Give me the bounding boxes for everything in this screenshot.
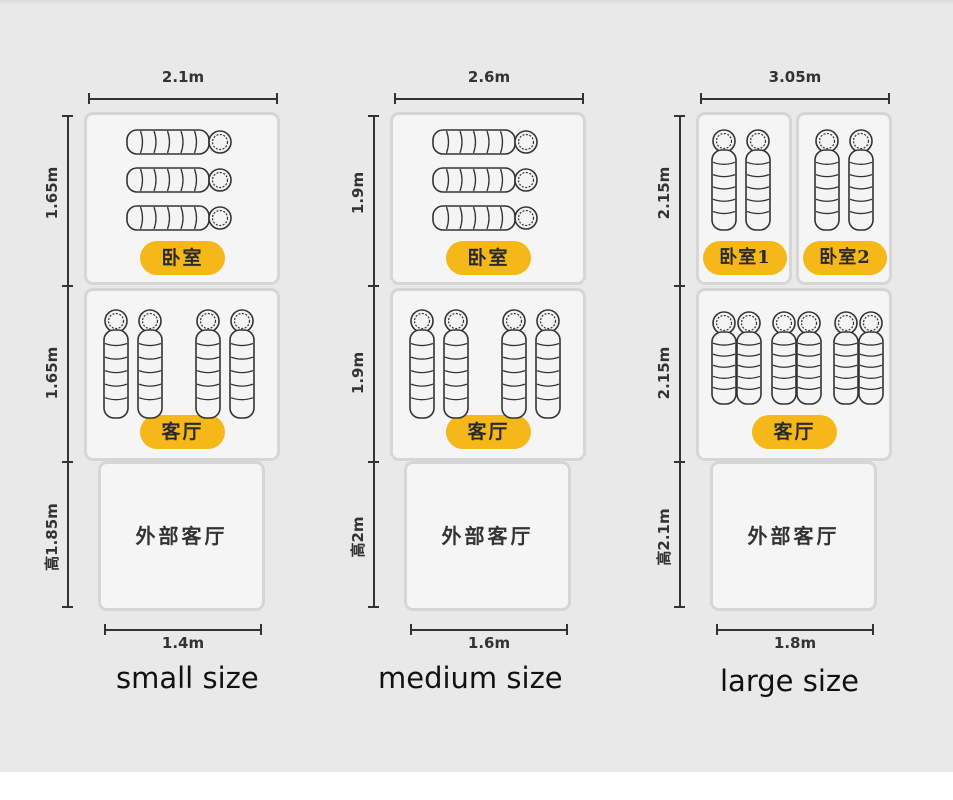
- sleeping-bags: [409, 129, 561, 419]
- diagram-canvas: 2.1m 1.65m 1.65m 高1.85m 卧室 客厅 外部客厅 1.4m …: [0, 0, 953, 772]
- sleeping-bag-icon: [858, 311, 884, 405]
- sleeping-bag-icon: [501, 309, 527, 419]
- sleeping-bag-icon: [126, 167, 232, 193]
- sleeping-bag-icon: [229, 309, 255, 419]
- size-label: small size: [116, 661, 259, 695]
- living-room-badge: 客厅: [446, 415, 531, 449]
- sleeping-bags: [103, 129, 255, 419]
- dimension-tick: [368, 115, 379, 117]
- sleeping-bag-icon: [432, 129, 538, 155]
- sleeping-bag-icon: [833, 311, 859, 405]
- dimension-tick: [674, 285, 685, 287]
- width-label: 2.6m: [467, 68, 511, 86]
- plan-small: 2.1m 1.65m 1.65m 高1.85m 卧室 客厅 外部客厅 1.4m …: [0, 0, 300, 772]
- width-dimension-line: [700, 88, 890, 104]
- sleeping-bag-icon: [432, 167, 538, 193]
- plan-large: 3.05m 2.15m 2.15m 高2.1m 卧室1 卧室2 客厅 外部客厅 …: [612, 0, 912, 772]
- dimension-tick: [62, 285, 73, 287]
- dimension-tick: [62, 461, 73, 463]
- sleeping-bag-icon: [195, 309, 221, 419]
- width-label: 2.1m: [161, 68, 205, 86]
- sleeping-bag-icon: [848, 129, 874, 231]
- sleeping-bag-icon: [771, 311, 797, 405]
- sleeping-bag-icon: [736, 311, 762, 405]
- size-label: medium size: [378, 661, 563, 695]
- sleeping-bags: [711, 129, 884, 405]
- exterior-width-dimension-line: [410, 619, 568, 635]
- dimension-tick: [62, 606, 73, 608]
- sleeping-bag-icon: [796, 311, 822, 405]
- size-label: large size: [720, 664, 859, 698]
- height-dimension-line: [67, 115, 69, 608]
- dimension-tick: [368, 285, 379, 287]
- exterior-width-label: 1.6m: [467, 634, 511, 652]
- sleeping-bag-icon: [745, 129, 771, 231]
- exterior-living-room: [98, 461, 265, 611]
- sleeping-bag-icon: [432, 205, 538, 231]
- sleeping-bag-icon: [137, 309, 163, 419]
- width-label: 3.05m: [768, 68, 822, 86]
- sleeping-bag-icon: [535, 309, 561, 419]
- width-dimension-line: [88, 88, 278, 104]
- dimension-tick: [674, 115, 685, 117]
- sleeping-bag-icon: [814, 129, 840, 231]
- height-dimension-line: [373, 115, 375, 608]
- top-strip: [0, 0, 953, 6]
- bedroom-badge: 卧室: [140, 241, 225, 275]
- dimension-tick: [674, 606, 685, 608]
- sleeping-bag-icon: [711, 129, 737, 231]
- sleeping-bag-icon: [409, 309, 435, 419]
- dimension-tick: [368, 461, 379, 463]
- living-room-badge: 客厅: [752, 415, 837, 449]
- bedroom-1-badge: 卧室1: [703, 241, 787, 275]
- sleeping-bag-icon: [126, 205, 232, 231]
- exterior-width-label: 1.4m: [161, 634, 205, 652]
- sleeping-bag-icon: [711, 311, 737, 405]
- dimension-tick: [62, 115, 73, 117]
- exterior-living-room: [404, 461, 571, 611]
- living-room-badge: 客厅: [140, 415, 225, 449]
- width-dimension-line: [394, 88, 584, 104]
- exterior-width-dimension-line: [716, 619, 874, 635]
- plan-medium: 2.6m 1.9m 1.9m 高2m 卧室 客厅 外部客厅 1.6m mediu…: [306, 0, 606, 772]
- dimension-tick: [674, 461, 685, 463]
- dimension-tick: [368, 606, 379, 608]
- sleeping-bag-icon: [103, 309, 129, 419]
- bedroom-2-badge: 卧室2: [803, 241, 887, 275]
- exterior-label: 外部客厅: [441, 524, 534, 548]
- height-dimension-line: [679, 115, 681, 608]
- exterior-living-room: [710, 461, 877, 611]
- sleeping-bag-icon: [126, 129, 232, 155]
- exterior-label: 外部客厅: [747, 524, 840, 548]
- exterior-width-dimension-line: [104, 619, 262, 635]
- bedroom-badge: 卧室: [446, 241, 531, 275]
- sleeping-bag-icon: [443, 309, 469, 419]
- exterior-label: 外部客厅: [135, 524, 228, 548]
- exterior-width-label: 1.8m: [773, 634, 817, 652]
